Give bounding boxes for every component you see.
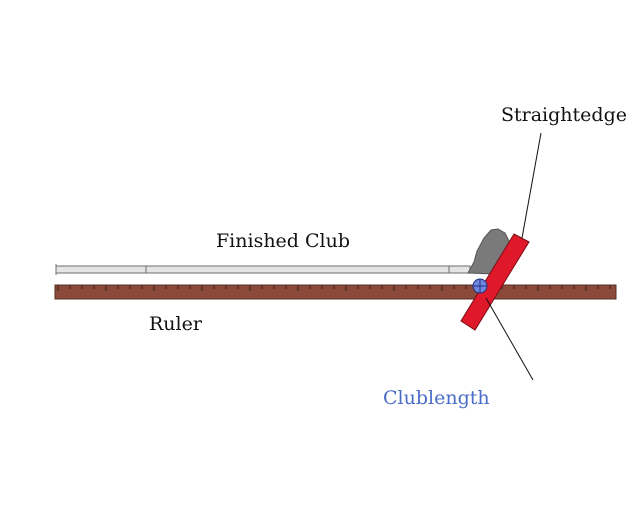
straightedge-label: Straightedge (501, 104, 627, 126)
finished-club-label: Finished Club (216, 230, 351, 252)
straightedge-leader-line (521, 132, 542, 239)
club-shaft (55, 265, 471, 274)
ruler-bar (54, 284, 617, 300)
ruler-ticks (57, 285, 611, 291)
clublength-leader-line (485, 297, 534, 381)
clublength-marker-icon (472, 278, 488, 294)
clublength-label: Clublength (383, 387, 490, 409)
ruler-label: Ruler (149, 313, 202, 335)
